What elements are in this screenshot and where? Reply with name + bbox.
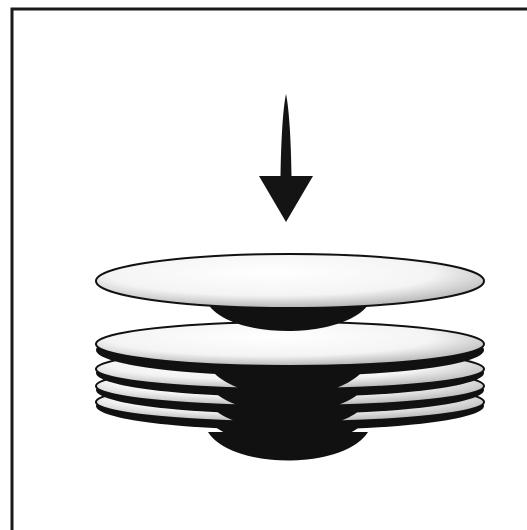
pictogram-svg xyxy=(0,0,527,530)
stacking-pictogram xyxy=(0,0,527,530)
